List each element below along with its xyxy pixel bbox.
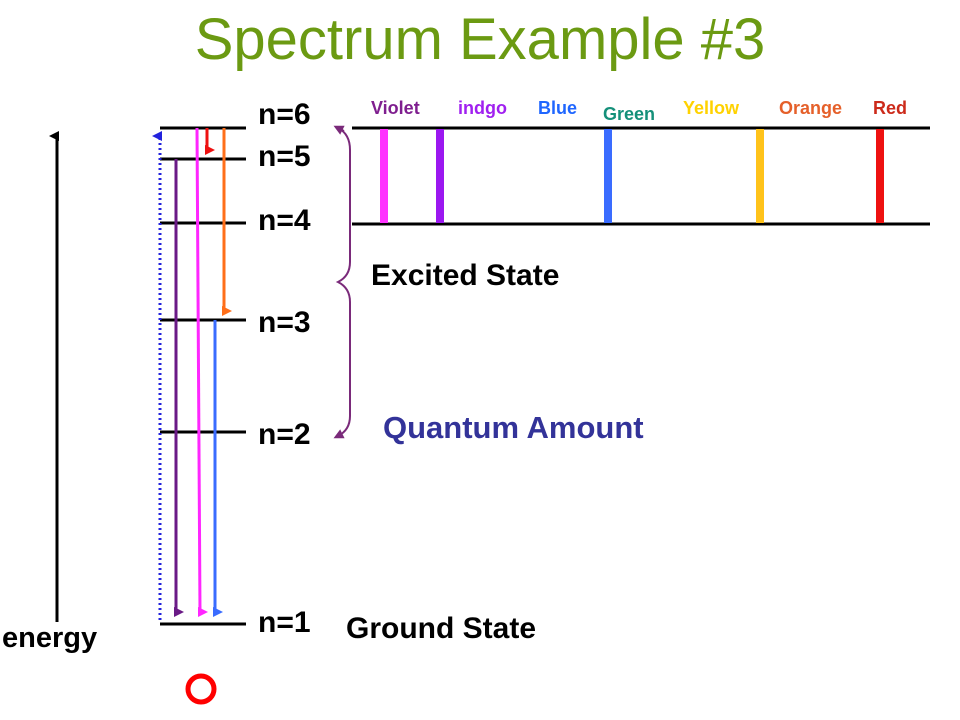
spectrum-line-blue — [604, 129, 612, 223]
spectrum-label-indigo: indgo — [458, 98, 507, 118]
spectrum-label-red: Red — [873, 98, 908, 118]
bracket-top-arrow — [333, 125, 345, 135]
excited-state-bracket — [333, 127, 351, 439]
transition-magenta — [195, 127, 208, 618]
red-circle-marker — [185, 673, 217, 705]
level-label-n3: n=3 — [258, 306, 311, 339]
ground-state-label: Ground State — [346, 612, 537, 645]
spectrum-label-green: Green — [603, 104, 656, 124]
spectrum-label-orange: Orange — [779, 98, 843, 118]
spectrum-label-blue: Blue — [538, 98, 578, 118]
spectrum-line-violet — [380, 129, 388, 223]
quantum-amount-label: Quantum Amount — [383, 410, 644, 445]
spectrum-line-red — [876, 129, 884, 223]
spectrum-line-yellow — [756, 129, 764, 223]
level-label-n2: n=2 — [258, 418, 311, 451]
spectrum-label-yellow: Yellow — [683, 98, 740, 118]
spectrum-line-indigo — [436, 129, 444, 223]
excited-state-label: Excited State — [371, 259, 560, 292]
level-label-n4: n=4 — [258, 204, 311, 237]
level-label-n5: n=5 — [258, 140, 311, 173]
slide-title: Spectrum Example #3 — [194, 7, 766, 72]
spectrum-label-violet: Violet — [371, 98, 420, 118]
energy-axis-label: energy — [2, 622, 98, 654]
level-label-n6: n=6 — [258, 98, 311, 131]
level-label-n1: n=1 — [258, 606, 311, 639]
